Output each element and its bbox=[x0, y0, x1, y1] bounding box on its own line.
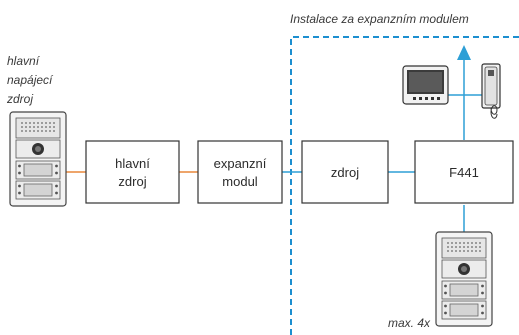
main-psu-caption: hlavní napájecí zdroj bbox=[6, 54, 54, 106]
main-psu-caption-line2: napájecí bbox=[7, 73, 54, 87]
box-psu-line1: zdroj bbox=[331, 165, 359, 180]
box-main-psu: hlavní zdroj bbox=[85, 140, 180, 204]
box-expansion-line2: modul bbox=[222, 174, 258, 189]
box-f441-line1: F441 bbox=[449, 165, 479, 180]
expansion-area-title: Instalace za expanzním modulem bbox=[290, 12, 469, 26]
video-monitor-icon bbox=[402, 65, 449, 105]
entrance-panel-left-icon bbox=[9, 111, 67, 207]
box-expansion-module: expanzní modul bbox=[197, 140, 283, 204]
box-main-psu-line2: zdroj bbox=[118, 174, 146, 189]
box-f441: F441 bbox=[414, 140, 514, 204]
main-psu-caption-line1: hlavní bbox=[7, 54, 41, 68]
box-expansion-line1: expanzní bbox=[214, 156, 267, 171]
box-main-psu-line1: hlavní bbox=[115, 156, 150, 171]
handset-intercom-icon bbox=[481, 63, 501, 119]
box-psu: zdroj bbox=[301, 140, 389, 204]
expansion-area-border bbox=[290, 36, 519, 335]
entrance-panel-right-icon bbox=[435, 231, 493, 327]
max-count-caption: max. 4x bbox=[388, 316, 431, 330]
main-psu-caption-line3: zdroj bbox=[6, 92, 33, 106]
wires bbox=[66, 45, 482, 232]
arrow-up-icon bbox=[457, 45, 471, 60]
